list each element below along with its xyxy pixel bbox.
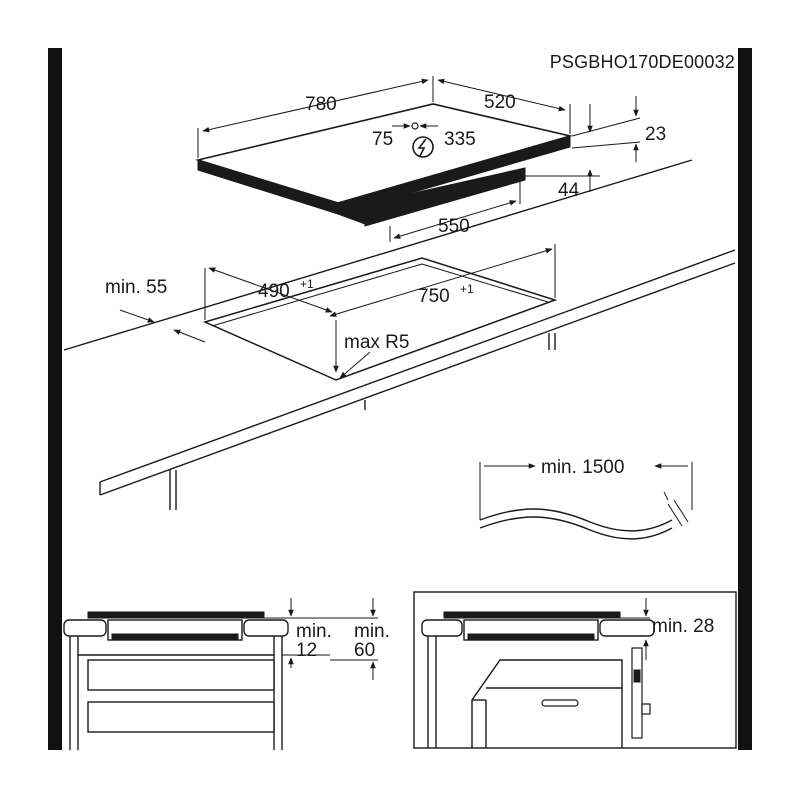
install-left-min-b-value: 60 <box>354 640 375 661</box>
install-left-drawing: min. 12 min. 60 <box>63 598 390 750</box>
dim-cutout-depth-tol: +1 <box>300 277 314 291</box>
connection-point <box>411 122 419 130</box>
install-left-min-a-value: 12 <box>296 640 317 661</box>
dim-min-edge: min. 55 <box>105 277 167 298</box>
dim-hob-width: 780 <box>305 94 337 115</box>
install-left-min-b-label: min. <box>354 621 390 642</box>
dim-hob-depth: 520 <box>484 92 516 113</box>
left-margin-bar <box>48 48 62 750</box>
install-left-min-a-label: min. <box>296 621 332 642</box>
dim-cutout-width: 750 <box>418 286 450 307</box>
install-right-min-gap: min. 28 <box>652 616 714 637</box>
dim-550-line <box>393 200 517 239</box>
install-right-drawing: min. 28 <box>413 591 737 749</box>
dim-cable-length: min. 1500 <box>541 457 624 478</box>
document-code: PSGBHO170DE00032 <box>550 52 735 72</box>
cable-drawing: min. 1500 <box>479 457 693 540</box>
dim-490-line <box>208 267 333 313</box>
dim-conn-right: 335 <box>444 129 476 150</box>
dim-780-line <box>202 78 429 133</box>
dim-520-line <box>437 78 566 112</box>
right-margin-bar <box>738 48 752 750</box>
dim-hob-thickness: 23 <box>645 124 666 145</box>
worktop-drawing: min. 55 490 +1 750 +1 max R5 <box>63 159 736 510</box>
install-left-hob-glass <box>87 611 265 619</box>
hob-drawing: 780 520 75 335 23 44 550 <box>194 76 666 242</box>
dim-conn-left: 75 <box>372 129 393 150</box>
dim-cutout-width-tol: +1 <box>460 282 474 296</box>
dim-under-width: 550 <box>438 216 470 237</box>
dim-750-line <box>329 248 553 317</box>
dim-cutout-depth: 490 <box>258 281 290 302</box>
dim-corner-radius: max R5 <box>344 332 409 353</box>
electrical-connection-icon <box>412 136 434 158</box>
